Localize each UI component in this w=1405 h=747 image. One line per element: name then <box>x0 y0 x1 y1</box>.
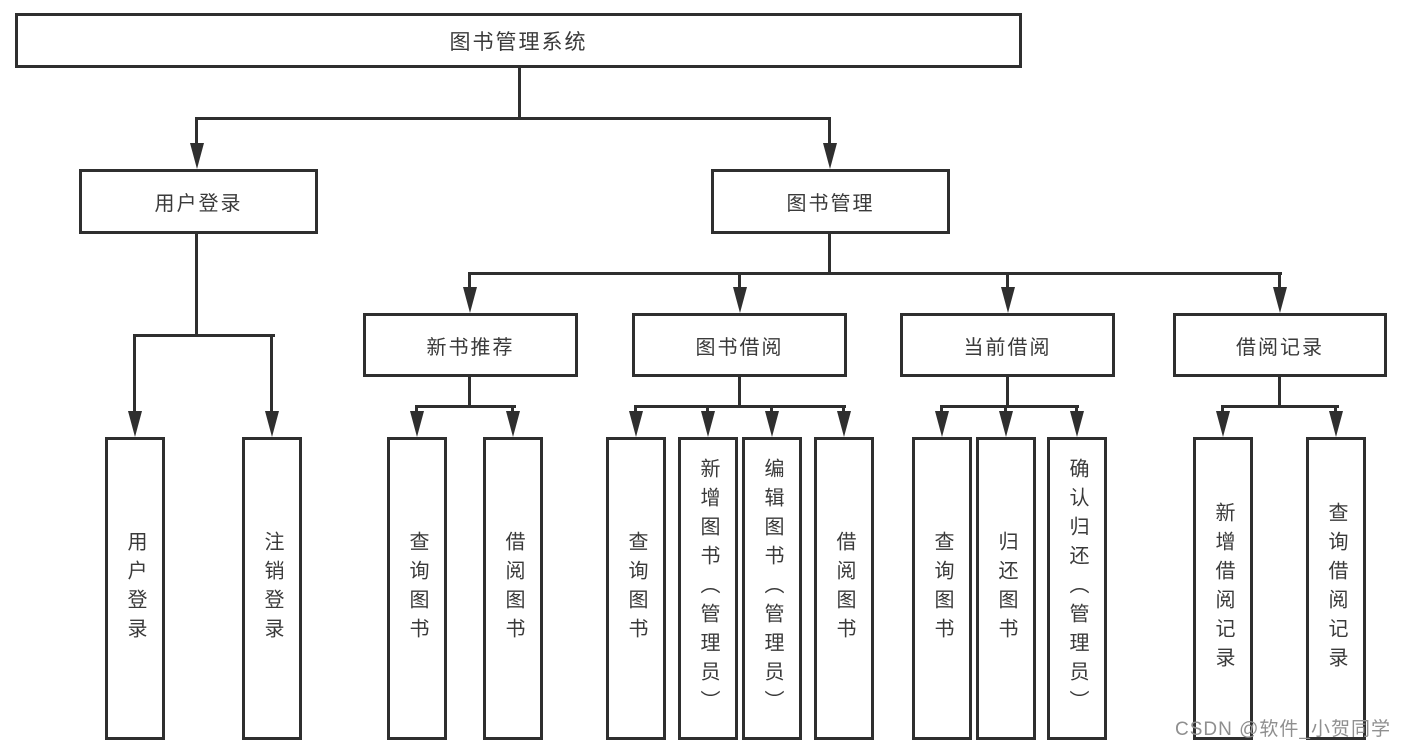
connector-bookborrow-branch <box>634 405 846 408</box>
arrow-down-icon <box>410 411 424 437</box>
node-current-borrow: 当前借阅 <box>900 313 1115 377</box>
leaf-query-books-borrow: 查询图书 <box>606 437 666 740</box>
arrow-down-icon <box>1329 411 1343 437</box>
connector-drop-leaf <box>940 405 943 414</box>
node-borrow-records: 借阅记录 <box>1173 313 1387 377</box>
arrow-down-icon <box>629 411 643 437</box>
arrow-down-icon <box>190 143 204 169</box>
arrow-down-icon <box>765 411 779 437</box>
arrow-down-icon <box>1070 411 1084 437</box>
connector-drop-leaf <box>270 334 273 414</box>
leaf-label: 查询图书 <box>625 530 647 647</box>
leaf-label: 查询图书 <box>406 530 428 647</box>
connector-drop-user-login <box>195 117 198 145</box>
connector-book-management-stem <box>828 234 831 272</box>
connector-drop-leaf <box>770 405 773 414</box>
leaf-label: 确认归还（管理员） <box>1066 458 1088 719</box>
csdn-watermark: CSDN @软件_小贺同学 <box>1175 719 1391 740</box>
connector-drop-leaf <box>634 405 637 414</box>
arrow-down-icon <box>1216 411 1230 437</box>
leaf-borrow-books: 借阅图书 <box>814 437 874 740</box>
node-book-borrow: 图书借阅 <box>632 313 847 377</box>
connector-drop-leaf <box>842 405 845 414</box>
connector-drop-leaf <box>511 405 514 414</box>
leaf-label: 借阅图书 <box>833 530 855 647</box>
connector-drop-level3 <box>1006 272 1009 289</box>
connector-root-branch <box>195 117 831 120</box>
arrow-down-icon <box>265 411 279 437</box>
arrow-down-icon <box>463 287 477 313</box>
arrow-down-icon <box>1001 287 1015 313</box>
connector-user-login-branch <box>133 334 275 337</box>
leaf-label: 查询图书 <box>931 530 953 647</box>
node-book-management: 图书管理 <box>711 169 950 234</box>
leaf-label: 借阅图书 <box>502 530 524 647</box>
connector-drop-level3 <box>738 272 741 289</box>
connector-newbook-branch <box>416 405 516 408</box>
node-new-book-recommend: 新书推荐 <box>363 313 578 377</box>
leaf-edit-books-admin: 编辑图书（管理员） <box>742 437 802 740</box>
node-user-login: 用户登录 <box>79 169 318 234</box>
connector-book-management-branch <box>468 272 1282 275</box>
connector-drop-leaf <box>1334 405 1337 414</box>
leaf-label: 用户登录 <box>124 530 146 647</box>
node-root: 图书管理系统 <box>15 13 1022 68</box>
connector-drop-level3 <box>1278 272 1281 289</box>
leaf-label: 新增借阅记录 <box>1212 501 1234 676</box>
leaf-add-books-admin: 新增图书（管理员） <box>678 437 738 740</box>
arrow-down-icon <box>701 411 715 437</box>
connector-drop-leaf <box>706 405 709 414</box>
arrow-down-icon <box>506 411 520 437</box>
arrow-down-icon <box>128 411 142 437</box>
connector-records-branch <box>1221 405 1339 408</box>
connector-currentborrow-stem <box>1006 377 1009 405</box>
leaf-label: 编辑图书（管理员） <box>761 458 783 719</box>
leaf-label: 归还图书 <box>995 530 1017 647</box>
connector-records-stem <box>1278 377 1281 405</box>
leaf-label: 新增图书（管理员） <box>697 458 719 719</box>
connector-drop-leaf <box>133 334 136 414</box>
arrow-down-icon <box>733 287 747 313</box>
connector-drop-level3 <box>468 272 471 289</box>
leaf-label: 查询借阅记录 <box>1325 501 1347 676</box>
connector-drop-leaf <box>415 405 418 414</box>
connector-drop-leaf <box>1075 405 1078 414</box>
leaf-label: 注销登录 <box>261 530 283 647</box>
connector-bookborrow-stem <box>738 377 741 405</box>
leaf-return-books: 归还图书 <box>976 437 1036 740</box>
arrow-down-icon <box>999 411 1013 437</box>
leaf-user-login: 用户登录 <box>105 437 165 740</box>
connector-drop-leaf <box>1221 405 1224 414</box>
connector-root-stem <box>518 68 521 117</box>
leaf-query-borrow-record: 查询借阅记录 <box>1306 437 1366 740</box>
arrow-down-icon <box>935 411 949 437</box>
leaf-query-books-recommend: 查询图书 <box>387 437 447 740</box>
connector-newbook-stem <box>468 377 471 405</box>
leaf-query-books-current: 查询图书 <box>912 437 972 740</box>
connector-drop-book-management <box>828 117 831 145</box>
leaf-logout: 注销登录 <box>242 437 302 740</box>
connector-drop-leaf <box>1004 405 1007 414</box>
leaf-add-borrow-record: 新增借阅记录 <box>1193 437 1253 740</box>
connector-user-login-stem <box>195 234 198 334</box>
leaf-confirm-return-admin: 确认归还（管理员） <box>1047 437 1107 740</box>
arrow-down-icon <box>1273 287 1287 313</box>
leaf-borrow-books-recommend: 借阅图书 <box>483 437 543 740</box>
arrow-down-icon <box>823 143 837 169</box>
connector-currentborrow-branch <box>940 405 1079 408</box>
arrow-down-icon <box>837 411 851 437</box>
